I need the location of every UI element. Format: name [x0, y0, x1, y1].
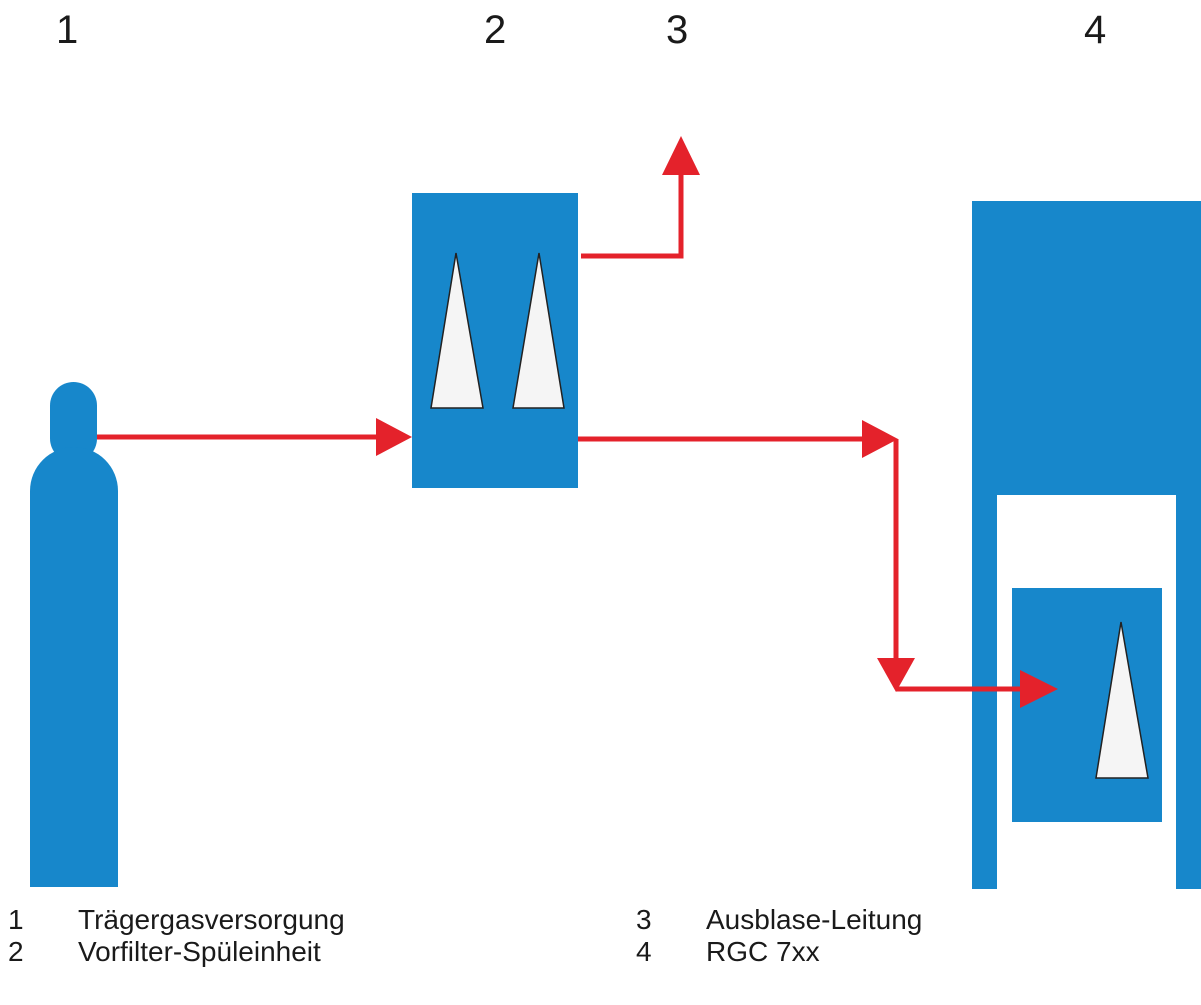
- rgc-right-leg: [1176, 494, 1201, 889]
- arrowhead-into-prefilter: [376, 418, 412, 456]
- callout-2: 2: [484, 8, 507, 52]
- arrowhead-into-rgc: [1020, 670, 1058, 708]
- gas-cylinder: [30, 382, 118, 887]
- callout-1: 1: [56, 8, 79, 52]
- flow-arrows: [97, 136, 1058, 708]
- legend-text: Trägergasversorgung: [78, 904, 345, 935]
- arrowhead-down: [877, 658, 915, 692]
- flow-diagram: [30, 136, 1201, 889]
- legend-item-1: 1 Trägergasversorgung: [8, 904, 568, 936]
- rgc-filter-cone: [1095, 621, 1149, 779]
- legend-item-4: 4 RGC 7xx: [636, 936, 1136, 968]
- legend-number: 1: [8, 904, 24, 935]
- legend-text: RGC 7xx: [706, 936, 820, 967]
- callout-4: 4: [1084, 8, 1107, 52]
- callout-3: 3: [666, 8, 689, 52]
- prefilter-cone-right: [512, 252, 565, 409]
- legend-number: 2: [8, 936, 24, 967]
- legend-number: 4: [636, 936, 652, 967]
- rgc-filter-box: [1012, 588, 1162, 822]
- legend-text: Vorfilter-Spüleinheit: [78, 936, 321, 967]
- flow-line-exhaust: [581, 168, 684, 259]
- cylinder-valve: [50, 382, 97, 462]
- legend-item-2: 2 Vorfilter-Spüleinheit: [8, 936, 568, 968]
- arrowhead-exhaust-up: [662, 136, 700, 175]
- prefilter-cone-left: [430, 252, 484, 409]
- rgc-device: [972, 201, 1201, 889]
- prefilter-purge-unit: [412, 193, 578, 488]
- legend-item-3: 3 Ausblase-Leitung: [636, 904, 1136, 936]
- cylinder-body-base: [30, 520, 118, 887]
- arrowhead-right-mid: [862, 420, 898, 458]
- legend-number: 3: [636, 904, 652, 935]
- legend-text: Ausblase-Leitung: [706, 904, 923, 935]
- rgc-top-block: [972, 201, 1201, 495]
